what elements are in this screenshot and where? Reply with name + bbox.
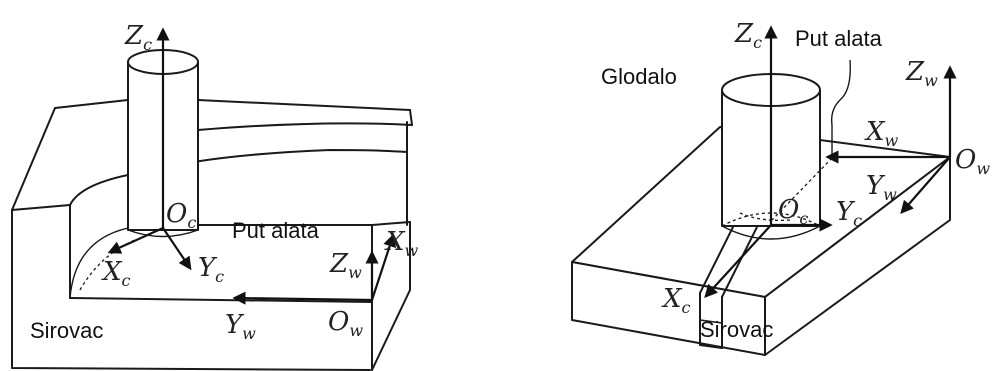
left-ow-label: Ow: [328, 307, 363, 340]
left-xw-label: Xw: [384, 227, 419, 260]
yw-axis-arrow: [232, 291, 373, 305]
right-figure: Zc Zw Xw Ow Yw Oc Yc Xc Glodalo Put alat…: [571, 19, 990, 356]
xw-axis-arrow: [370, 233, 396, 301]
left-zc-label: Zc: [124, 21, 152, 54]
left-tool-path-label: Put alata: [232, 218, 320, 243]
right-workpiece-label: Sirovac: [700, 317, 773, 342]
left-yw-label: Yw: [225, 310, 256, 343]
right-zw-label: Zw: [905, 57, 938, 90]
xc-axis-arrow: [704, 224, 772, 298]
right-milling-tool-label: Glodalo: [601, 64, 677, 89]
right-xc-label: Xc: [661, 284, 691, 317]
left-tool-axes: [107, 27, 192, 271]
right-xw-label: Xw: [864, 117, 899, 150]
left-workpiece-axes: [232, 233, 396, 305]
right-yc-label: Yc: [836, 197, 862, 230]
right-zc-label: Zc: [734, 19, 762, 52]
right-tool-path-label: Put alata: [795, 26, 883, 51]
right-tool-path-dashed: [771, 157, 833, 221]
right-ow-label: Ow: [955, 145, 990, 178]
left-workpiece-label: Sirovac: [30, 318, 103, 343]
yc-axis-arrow: [162, 227, 192, 271]
right-tool-axes: [704, 25, 833, 298]
left-yc-label: Yc: [198, 253, 224, 286]
right-workpiece-axes: [825, 65, 957, 214]
right-yw-label: Yw: [866, 171, 897, 204]
right-tool-path-leader: [830, 59, 851, 155]
yw-axis-arrow: [900, 156, 951, 214]
left-xc-label: Xc: [101, 257, 131, 290]
right-oc-label: Oc: [778, 195, 808, 228]
xc-axis-arrow: [107, 226, 164, 254]
left-figure: Zc Oc Xc Yc Zw Xw Yw Ow Put alata Sirova…: [11, 21, 419, 371]
left-zw-label: Zw: [329, 249, 362, 282]
left-oc-label: Oc: [166, 199, 196, 232]
